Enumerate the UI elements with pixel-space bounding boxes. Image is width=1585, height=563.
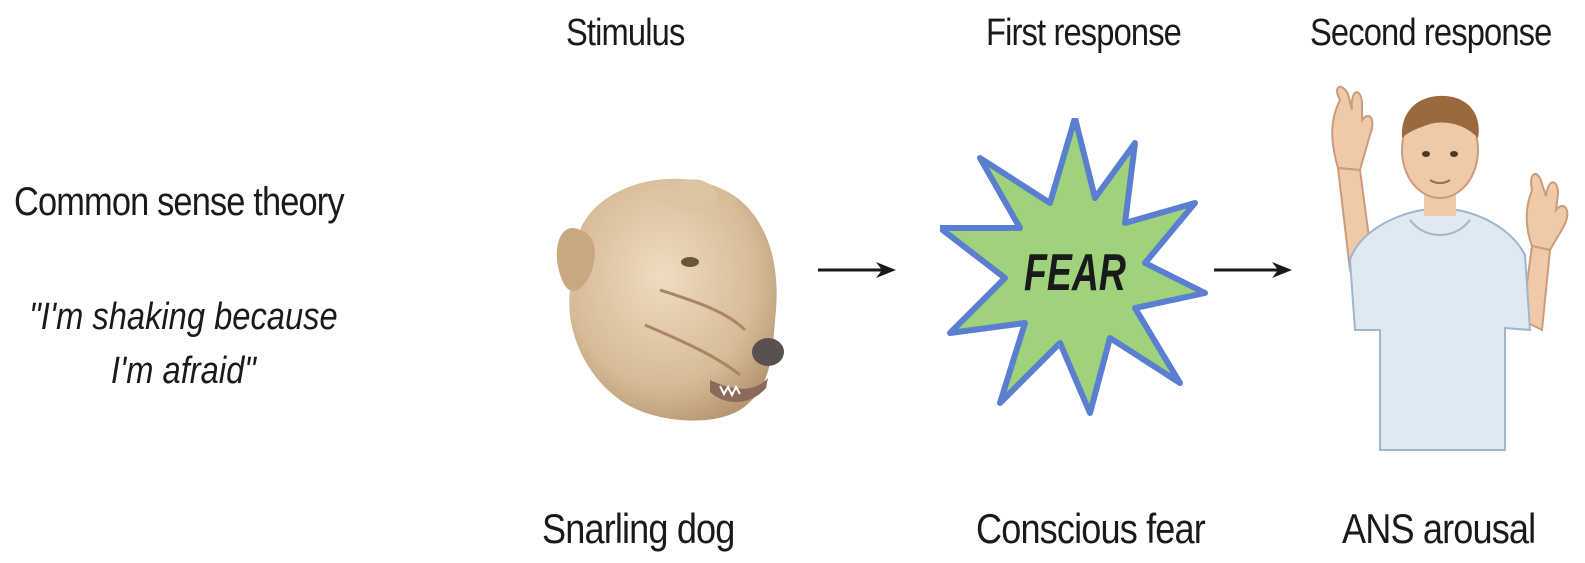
arrow-right-icon — [1214, 258, 1294, 282]
stimulus-caption: Snarling dog — [542, 505, 735, 553]
theory-quote: "I'm shaking because I'm afraid" — [20, 290, 347, 398]
fear-label: FEAR — [1024, 243, 1126, 302]
first-response-header: First response — [986, 12, 1181, 55]
theory-quote-line1: "I'm shaking because — [20, 290, 347, 344]
fear-starburst: FEAR — [940, 118, 1210, 418]
theory-title: Common sense theory — [14, 180, 344, 225]
second-response-caption: ANS arousal — [1342, 505, 1535, 553]
stimulus-header: Stimulus — [566, 12, 684, 55]
second-response-header: Second response — [1310, 12, 1551, 55]
arrow-right-icon — [818, 258, 898, 282]
snarling-dog-illustration — [540, 160, 800, 440]
theory-quote-line2: I'm afraid" — [20, 344, 347, 398]
frightened-person-illustration — [1300, 80, 1580, 480]
first-response-caption: Conscious fear — [976, 505, 1205, 553]
